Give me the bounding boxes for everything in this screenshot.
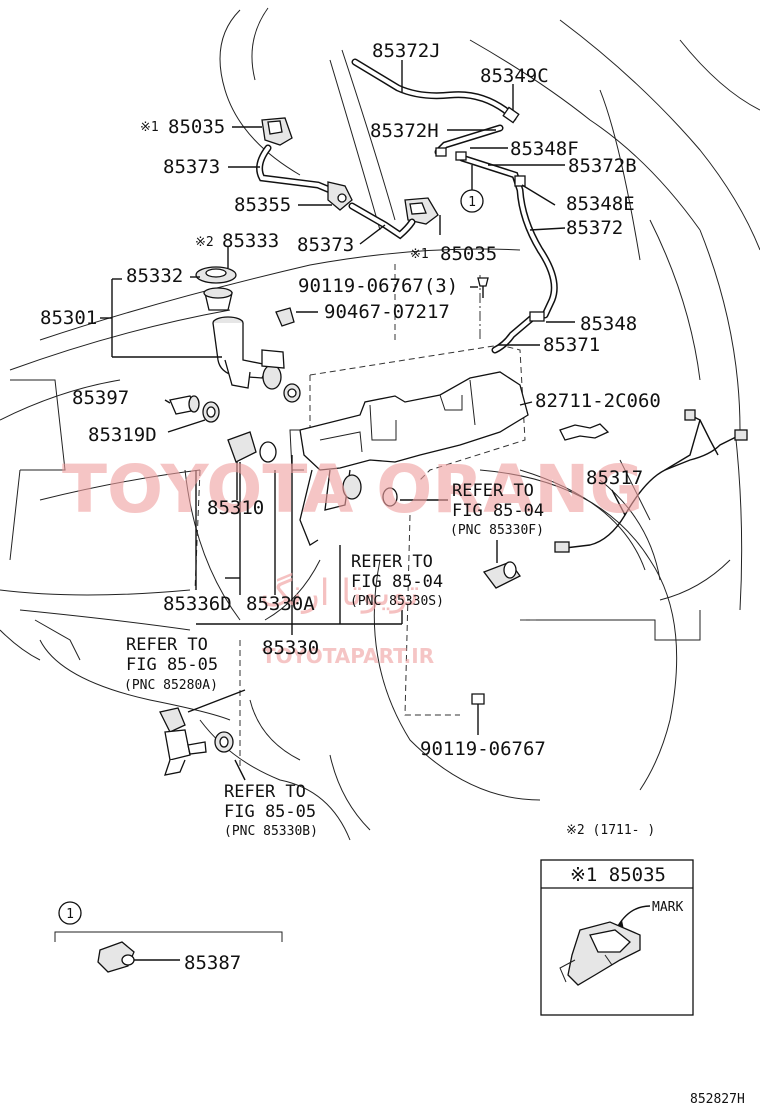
label-85372: 85372 [566,217,623,239]
refer-85330B-line3: (PNC 85330B) [224,824,318,839]
label-85035-lower: 85035 [440,243,497,265]
label-85349C: 85349C [480,65,549,87]
label-85372H: 85372H [370,120,439,142]
leader-lines [100,60,626,961]
refer-85330S-line1: REFER TO [351,552,433,572]
label-85373-upper: 85373 [163,156,220,178]
label-85319D: 85319D [88,424,157,446]
label-85355: 85355 [234,194,291,216]
grommet-85319D [202,401,220,423]
refer-85330F-line3: (PNC 85330F) [450,523,544,538]
label-85372B: 85372B [568,155,637,177]
watermark: TOYOTA ORANG تویوتا ارنگ TOYOTAPART.IR [62,451,644,668]
refer-85330B-line1: REFER TO [224,782,306,802]
label-85348: 85348 [580,313,637,335]
wiring-harness-85317 [554,409,748,553]
vehicle-body-outline [0,7,760,841]
mark-1-85035-upper: ※1 [140,120,159,135]
washer-tank-85310 [289,371,529,546]
washer-cap-85333 [195,266,237,284]
label-82711-2C060: 82711-2C060 [535,390,661,412]
refer-85280A-line3: (PNC 85280A) [124,678,218,693]
watermark-site: TOYOTAPART.IR [262,644,434,668]
label-85373-lower: 85373 [297,234,354,256]
label-85387: 85387 [184,952,241,974]
pump-85397 [169,395,200,415]
label-85301: 85301 [40,307,97,329]
label-85317: 85317 [586,467,643,489]
grommet-upper [283,383,301,403]
mark-2-85333: ※2 [195,235,214,250]
bracket-82711 [559,423,610,441]
refer-85330F-line1: REFER TO [452,481,534,501]
label-85397: 85397 [72,387,129,409]
part-labels: 85372J 85349C ※1 85035 85372H 85348F 853… [40,40,661,760]
refer-85330S-line2: FIG 85-04 [351,572,443,592]
label-85348F: 85348F [510,138,579,160]
label-85348E: 85348E [566,193,635,215]
diagram-id: 852827H [690,1092,745,1107]
clip-90467 [275,307,295,327]
footnote-2: ※2 (1711- ) [566,823,655,838]
grommet-85330B [214,731,234,753]
washer-pump-connector [227,431,398,507]
label-85330: 85330 [262,637,319,659]
refer-85330F-line2: FIG 85-04 [452,501,544,521]
label-90119-06767-3: 90119-06767(3) [298,275,458,297]
refer-85330S-line3: (PNC 85330S) [350,594,444,609]
label-85035-upper: 85035 [168,116,225,138]
joint-85355 [327,181,353,211]
label-85333: 85333 [222,230,279,252]
refer-note-85280A: REFER TO FIG 85-05 (PNC 85280A) [124,635,218,693]
label-90119-06767: 90119-06767 [420,738,546,760]
callout-1-marker: 1 [460,165,484,213]
label-85336D: 85336D [163,593,232,615]
mark-1-85035-lower: ※1 [410,247,429,262]
refer-85280A-line2: FIG 85-05 [126,655,218,675]
label-85310: 85310 [207,497,264,519]
refer-85280A-line1: REFER TO [126,635,208,655]
inset-mark-label: MARK [652,900,683,915]
inset-85035: ※1 85035 MARK [540,859,694,1016]
detail-1-label: 1 [66,907,74,922]
watermark-persian: تویوتا ارنگ [260,572,419,614]
label-85371: 85371 [543,334,600,356]
label-85330A: 85330A [246,593,315,615]
hose-85372J [351,58,520,124]
washer-nozzle-85035-left [261,117,293,146]
hose-85373-right [348,202,416,240]
refer-note-85330S: REFER TO FIG 85-04 (PNC 85330S) [350,552,444,609]
bolt-90119-3 [477,277,489,298]
washer-nozzle-85035-right [404,197,439,225]
detail-1-85387: 1 85387 [54,901,283,974]
washer-motor-85280A [159,707,207,776]
bolt-90119 [471,693,485,718]
label-85332: 85332 [126,265,183,287]
refer-note-85330F: REFER TO FIG 85-04 (PNC 85330F) [450,481,544,538]
callout-1-label: 1 [468,195,476,210]
inlet-85301 [212,316,285,390]
hose-85372-assembly [434,124,558,354]
label-85372J: 85372J [372,40,441,62]
washer-motor-85330F [482,540,521,589]
inset-title: ※1 85035 [570,864,666,886]
refer-85330B-line2: FIG 85-05 [224,802,316,822]
watermark-brand: TOYOTA ORANG [62,451,644,528]
washer-cap-85332 [203,287,233,311]
refer-note-85330B: REFER TO FIG 85-05 (PNC 85330B) [224,782,318,839]
label-90467-07217: 90467-07217 [324,301,450,323]
